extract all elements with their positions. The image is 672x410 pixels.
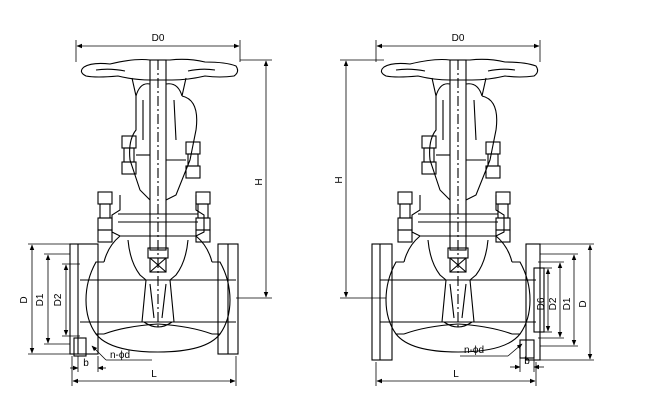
right-label-l: L: [453, 369, 459, 380]
right-valve-body: [379, 58, 539, 353]
right-view: D0 H D6 D2 D1: [334, 33, 594, 386]
right-label-d0: D0: [452, 33, 465, 44]
left-inlet-flange: [69, 243, 99, 355]
right-dim-d0: D0: [375, 33, 541, 62]
right-dim-d2: D2: [538, 261, 564, 339]
left-label-d2: D2: [53, 293, 64, 306]
left-label-d: D: [19, 296, 30, 303]
left-dim-l: L: [71, 356, 237, 386]
left-dim-d: D: [19, 243, 70, 355]
right-dim-h: H: [334, 59, 386, 299]
right-label-d6: D6: [536, 297, 547, 310]
left-label-b: b: [83, 358, 89, 369]
right-dim-d: D: [540, 243, 594, 361]
left-label-h: H: [254, 178, 265, 185]
right-label-d1: D1: [562, 297, 573, 310]
left-view: D0 H D D1 D2: [19, 33, 272, 386]
left-label-bolts: n-ϕd: [110, 350, 130, 361]
right-note-bolts: n-ϕd: [460, 343, 523, 357]
left-dim-b: b: [70, 356, 106, 372]
left-label-d0: D0: [152, 33, 165, 44]
right-dim-l: L: [375, 362, 537, 386]
left-dim-h: H: [236, 59, 272, 299]
left-valve-body: [79, 58, 239, 353]
right-label-h: H: [334, 176, 345, 183]
left-dim-d1: D1: [35, 253, 70, 345]
right-label-b: b: [524, 356, 530, 367]
right-inlet-flange: [371, 243, 393, 361]
right-outlet-flange: [525, 243, 541, 361]
left-note-bolts: n-ϕd: [91, 345, 152, 361]
left-label-l: L: [151, 369, 157, 380]
left-dim-d0: D0: [75, 33, 241, 62]
right-dim-d1: D1: [540, 253, 578, 347]
right-label-d2: D2: [548, 297, 559, 310]
right-label-d: D: [578, 300, 589, 307]
right-dim-d6: D6: [536, 267, 552, 333]
left-label-d1: D1: [35, 293, 46, 306]
right-dim-b: b: [510, 356, 544, 372]
right-label-bolts: n-ϕd: [464, 345, 484, 356]
left-dim-d2: D2: [53, 263, 80, 337]
